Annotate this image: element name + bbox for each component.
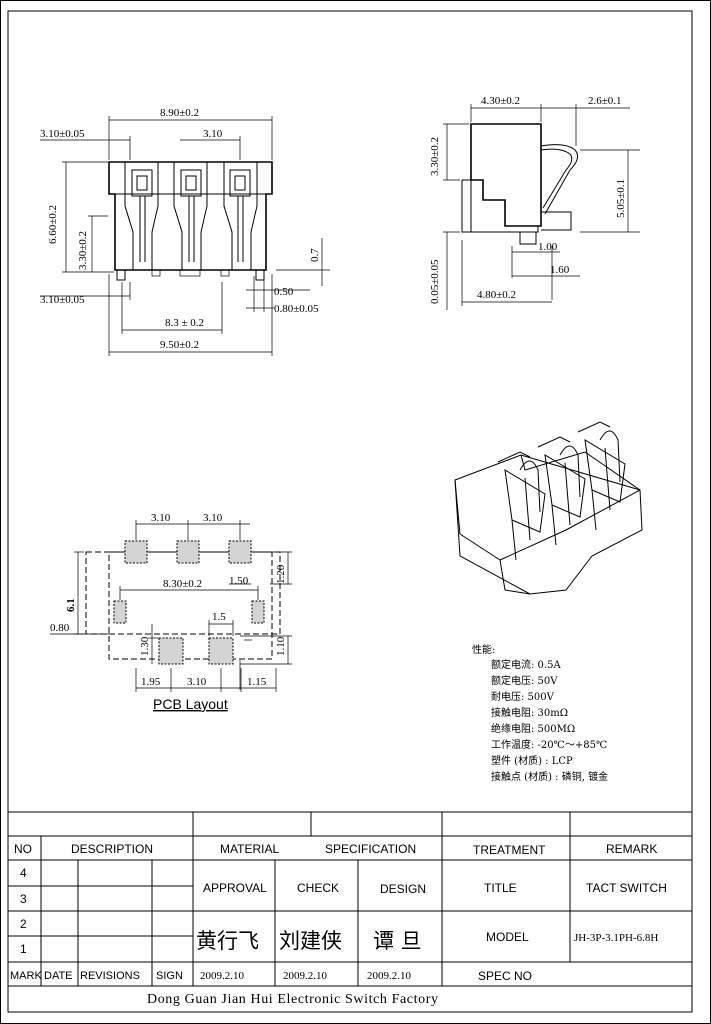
design-signature: 谭 旦 [373,929,422,953]
date-label: DATE [44,970,73,982]
pcb-layout: 3.10 3.10 8.30±0.2 1.50 1.20 6.1 0.80 1.… [50,512,292,712]
title-label: TITLE [484,881,517,895]
model-label: MODEL [486,930,529,944]
title-value: TACT SWITCH [586,881,667,895]
spec-no-label: SPEC NO [478,969,532,983]
spec-notes: 性能: 额定电流: 0.5A 额定电压: 50V 耐电压: 500V 接触电阻:… [472,643,608,783]
spec-line-temperature: 工作温度: -20℃～+85℃ [491,738,607,751]
dim-base-depth: 4.80±0.2 [477,289,516,301]
spec-heading: 性能: [472,643,495,656]
header-remark: REMARK [606,842,657,856]
dim-overall-width: 9.50±0.2 [160,339,199,351]
header-no: NO [14,842,32,856]
pcb-dim-total-height: 6.1 [65,598,77,612]
pcb-dim-pad-height: 1.20 [275,564,287,584]
header-material: MATERIAL [220,842,279,856]
spec-line-plastic: 塑件 (材质) : LCP [491,754,573,767]
pcb-dim-hole-offset: 0.80 [50,622,70,634]
revision-row-4: 4 [20,866,27,880]
dim-pitch-bottom: 3.10±0.05 [40,294,85,306]
dim-boss: 1.00 [538,241,558,253]
factory-name: Dong Guan Jian Hui Electronic Switch Fac… [147,992,439,1007]
dim-foot-width: 0.50 [274,286,294,298]
revision-row-3: 3 [20,892,27,906]
pcb-dim-span: 8.30±0.2 [163,578,202,590]
approval-signature: 黄行飞 [196,929,259,953]
approval-date: 2009.2.10 [200,970,245,982]
side-view: 4.30±0.2 2.6±0.1 3.30±0.2 5.05±0.1 1.00 … [429,95,640,310]
spec-line-contact-resistance: 接触电阻: 30mΩ [491,706,568,719]
mark-label: MARK [10,970,42,982]
spec-line-insulation: 绝缘电阻: 500MΩ [491,722,575,735]
spec-line-voltage: 额定电压: 50V [491,674,558,687]
dim-coplanarity: 0.05±0.05 [429,259,441,304]
sign-label: SIGN [156,970,183,982]
dim-lower-height: 3.30±0.2 [77,231,89,270]
dim-foot-gap: 0.80±0.05 [274,303,319,315]
pcb-dim-pad: 1.50 [229,575,249,587]
pcb-dim-pitch-2: 3.10 [203,512,223,524]
dim-height: 6.60±0.2 [47,205,59,244]
dim-lead-height: 5.05±0.1 [615,179,627,218]
spec-line-contact-material: 接触点 (材质) : 磷铜, 镀金 [491,770,608,783]
dim-pin-span: 8.3 ± 0.2 [165,317,204,329]
pcb-dim-center: 3.10 [187,676,207,688]
header-specification: SPECIFICATION [325,842,416,856]
check-label: CHECK [297,881,339,895]
pcb-dim-pitch-1: 3.10 [151,512,171,524]
design-date: 2009.2.10 [367,970,412,982]
dim-body-depth: 4.30±0.2 [481,95,520,107]
pcb-dim-boss-height: 1.30 [139,636,151,656]
isometric-view [454,421,643,595]
spec-line-withstand: 耐电压: 500V [491,690,555,703]
model-value: JH-3P-3.1PH-6.8H [574,932,658,944]
pcb-dim-right: 1.15 [247,676,267,688]
approval-label: APPROVAL [203,881,267,895]
revisions-label: REVISIONS [80,970,140,982]
check-date: 2009.2.10 [283,970,328,982]
dim-upper-height: 3.30±0.2 [429,137,441,176]
dim-lead-offset: 2.6±0.1 [588,95,622,107]
pcb-dim-left: 1.95 [141,676,161,688]
title-block: NO DESCRIPTION MATERIAL SPECIFICATION TR… [8,811,692,1007]
design-label: DESIGN [380,882,426,896]
dim-boss-offset: 1.60 [550,264,570,276]
inner-border [7,10,693,1013]
pcb-dim-bottom-offset: 1.10 [275,636,287,656]
dim-total-width: 8.90±0.2 [160,107,199,119]
dim-foot-height: 0.7 [309,248,321,262]
header-description: DESCRIPTION [71,842,153,856]
revision-row-2: 2 [20,917,27,931]
dim-pitch: 3.10 [203,128,223,140]
dim-pitch-left: 3.10±0.05 [40,128,85,140]
front-view: 8.90±0.2 3.10±0.05 3.10 6.60±0.2 3.30±0.… [40,107,330,356]
check-signature: 刘建侠 [279,929,342,953]
header-treatment: TREATMENT [473,843,546,857]
spec-line-current: 额定电流: 0.5A [491,658,561,671]
revision-row-1: 1 [20,942,27,956]
pcb-dim-boss-pad: 1.5 [212,611,226,623]
pcb-layout-title: PCB Layout [153,696,228,712]
